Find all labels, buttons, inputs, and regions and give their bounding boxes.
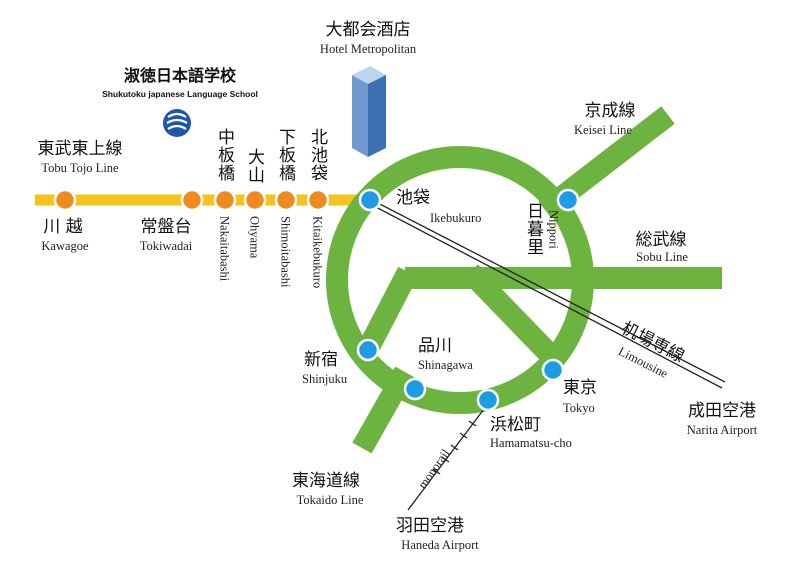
station-tokyo-marker[interactable] <box>541 358 565 382</box>
hotel-building-icon <box>352 66 386 157</box>
keisei-line-name: 京成線 <box>584 101 636 121</box>
tobu-line-name-en: Tobu Tojo Line <box>41 161 119 175</box>
station-nakaitabashi-name: 中板橋 <box>214 128 234 182</box>
station-shinjuku-name-en: Shinjuku <box>302 372 348 386</box>
station-tokyo-name-en: Tokyo <box>563 401 595 415</box>
station-hamamatsucho-name: 浜松町 <box>490 415 541 435</box>
haneda-airport-name-en: Haneda Airport <box>401 538 479 552</box>
school-name-en: Shukutoku japanese Language School <box>102 89 258 99</box>
station-nippori-name-en: Nippori <box>546 210 561 249</box>
school-logo-icon <box>163 109 191 137</box>
tobu-stations <box>53 188 330 212</box>
tokaido-line-name-en: Tokaido Line <box>296 493 364 507</box>
limousine-route <box>371 199 726 389</box>
station-nippori-marker[interactable] <box>556 188 580 212</box>
haneda-airport-name: 羽田空港 <box>396 516 464 536</box>
station-nakaitabashi-marker[interactable] <box>213 188 237 212</box>
hotel-name: 大都会酒店 <box>325 20 411 40</box>
tobu-line-name: 東武東上線 <box>37 139 123 159</box>
station-nippori-name: 日暮里 <box>523 202 543 256</box>
station-shinagawa-name: 品川 <box>418 336 452 356</box>
station-ikebukuro-name-en: Ikebukuro <box>430 211 482 225</box>
sobu-line-name-en: Sobu Line <box>636 250 688 264</box>
sobu-line-name: 総武線 <box>635 230 687 250</box>
station-kawagoe-marker[interactable] <box>53 188 77 212</box>
station-kitaikebukuro-name: 北池袋 <box>307 128 327 182</box>
station-shinagawa-marker[interactable] <box>403 377 427 401</box>
sobu-diagonal-track <box>360 266 418 351</box>
station-tokiwadai-marker[interactable] <box>180 188 204 212</box>
station-hamamatsucho-name-en: Hamamatsu-cho <box>490 436 572 450</box>
station-shinjuku-marker[interactable] <box>356 338 380 362</box>
station-oyama-name-en: Ohyama <box>247 216 262 259</box>
tokaido-line-track <box>352 366 415 454</box>
station-shinagawa-name-en: Shinagawa <box>418 358 473 372</box>
station-ikebukuro-name: 池袋 <box>396 188 430 208</box>
station-oyama-name: 大山 <box>244 148 264 184</box>
hotel-name-en: Hotel Metropolitan <box>319 42 417 56</box>
narita-airport-name: 成田空港 <box>688 401 756 421</box>
keisei-line-name-en: Keisei Line <box>574 123 632 137</box>
station-tokiwadai-name: 常盤台 <box>140 217 192 237</box>
station-kitaikebukuro-name-en: Kitaikebukuro <box>310 216 325 289</box>
station-tokyo-name: 東京 <box>563 378 597 398</box>
station-shinjuku-name: 新宿 <box>304 350 338 370</box>
station-shimoitabashi-marker[interactable] <box>274 188 298 212</box>
station-tokiwadai-name-en: Tokiwadai <box>139 239 193 253</box>
station-shimoitabashi-name-en: Shimoitabashi <box>278 216 293 288</box>
station-oyama-marker[interactable] <box>243 188 267 212</box>
station-hamamatsucho-marker[interactable] <box>476 388 500 412</box>
station-ikebukuro-marker[interactable] <box>358 188 382 212</box>
narita-airport-name-en: Narita Airport <box>686 423 758 437</box>
monorail-route <box>407 404 488 511</box>
station-kawagoe-name: 川 越 <box>43 217 83 237</box>
station-kawagoe-name-en: Kawagoe <box>41 239 89 253</box>
sobu-connector-track <box>462 264 568 373</box>
station-nakaitabashi-name-en: Nakaitabashi <box>217 216 232 282</box>
school-name: 淑徳日本語学校 <box>123 66 237 85</box>
tokaido-line-name: 東海道線 <box>292 471 360 491</box>
jr-stations <box>356 188 580 412</box>
station-shimoitabashi-name: 下板橋 <box>275 128 295 182</box>
station-kitaikebukuro-marker[interactable] <box>306 188 330 212</box>
